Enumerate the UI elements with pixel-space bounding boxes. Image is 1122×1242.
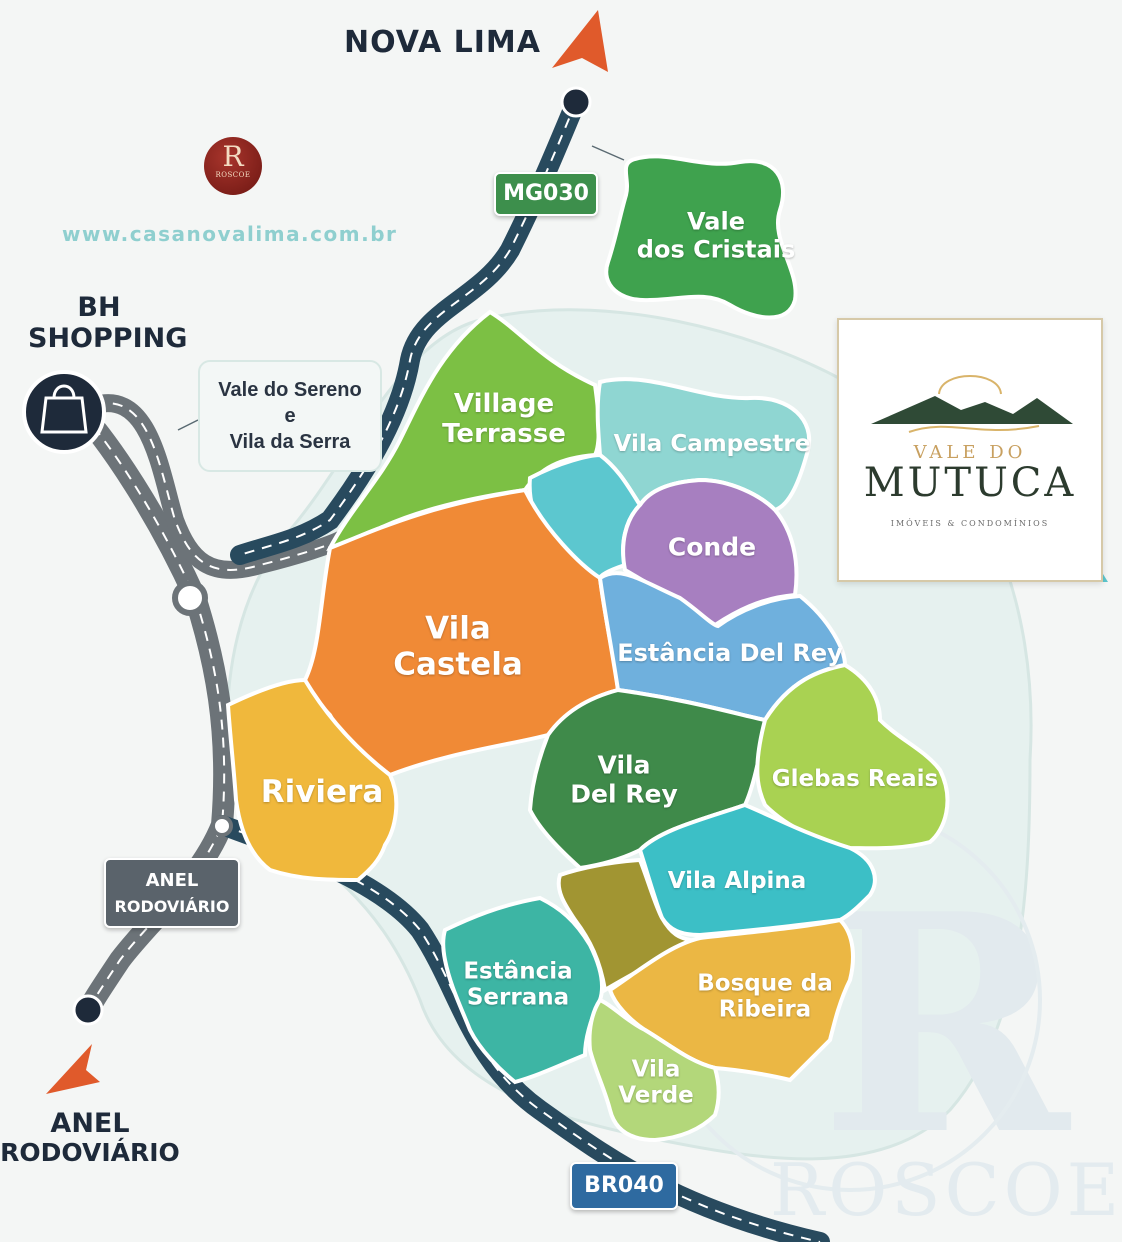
label-conde: Conde: [667, 532, 757, 563]
anel-rodoviario-lane: [69, 399, 226, 1013]
shopping-bag-icon: [22, 370, 106, 454]
logo-river: [908, 425, 1040, 433]
vale-do-mutuca-logo: VALE DO MUTUCA IMÓVEIS & CONDOMÍNIOS: [837, 318, 1103, 582]
nova-lima-text: NOVA LIMA: [344, 25, 541, 60]
bh-line2: SHOPPING: [28, 323, 188, 355]
roscoe-badge-name: ROSCOE: [215, 171, 251, 179]
sereno-line1: Vale do Sereno: [218, 379, 362, 401]
label-vila-verde: Vila Verde: [618, 1057, 694, 1110]
anel-line1: ANEL: [50, 1108, 130, 1139]
conde-l1: Conde: [667, 532, 757, 562]
estancia-serrana-l2: Serrana: [466, 985, 570, 1011]
nova-lima-arrow: [552, 10, 608, 72]
nova-lima-endpoint: [560, 86, 592, 118]
watermark-letter: R: [820, 848, 1073, 1201]
mountain-logo-icon: [871, 375, 1073, 433]
vale-cristais-l1: Vale: [687, 207, 745, 236]
mg030-text: MG030: [503, 181, 589, 206]
region-vila-verde: [587, 997, 721, 1143]
shopping-bag-handle: [52, 384, 76, 399]
bh-shopping-label: BH SHOPPING: [28, 292, 188, 355]
bosque-ribeira-l1: Bosque da: [697, 970, 833, 997]
label-village-terrasse: Village Terrasse: [442, 389, 566, 450]
sereno-leader: [177, 419, 199, 431]
label-vila-alpina: Vila Alpina: [668, 868, 807, 894]
shopping-bag-glyph: [40, 396, 88, 434]
br040-sign: BR040: [570, 1162, 678, 1210]
anel-line2: RODOVIÁRIO: [0, 1138, 180, 1168]
region-glebas-reais: [755, 662, 950, 851]
vila-campestre-l1: Vila Campestre: [613, 430, 811, 457]
roscoe-badge: R ROSCOE: [204, 137, 262, 195]
region-riviera: [225, 677, 399, 883]
vila-del-rey-l2: Del Rey: [570, 779, 678, 808]
label-vale-cristais: Vale dos Cristais: [637, 208, 795, 263]
label-bosque-ribeira: Bosque da Ribeira: [697, 971, 832, 1024]
nova-lima-label: NOVA LIMA: [344, 25, 541, 61]
region-vale-cristais: [604, 154, 798, 320]
logo-mountains: [871, 396, 1073, 424]
label-vila-campestre: Vila Campestre: [614, 431, 811, 457]
cristais-leader: [591, 145, 625, 161]
bosque-ribeira-l2: Ribeira: [718, 997, 812, 1023]
region-estancia-serrana: [441, 895, 604, 1085]
logo-sun-arc: [938, 375, 1002, 395]
glebas-reais-l1: Glebas Reais: [771, 765, 939, 792]
vila-alpina-l1: Vila Alpina: [667, 867, 807, 894]
bh-line1: BH: [77, 292, 121, 323]
logo-line1: VALE DO: [913, 442, 1027, 463]
anel-sign: ANEL RODOVIÁRIO: [104, 858, 240, 928]
riviera-l1: Riviera: [260, 774, 384, 811]
label-vila-del-rey: Vila Del Rey: [570, 750, 678, 809]
vila-castela-l1: Vila: [425, 610, 491, 647]
village-terrasse-l1: Village: [453, 389, 555, 420]
label-riviera: Riviera: [261, 775, 384, 811]
anel-sign-line1: ANEL: [145, 870, 199, 891]
label-glebas-reais: Glebas Reais: [772, 766, 938, 792]
vale-cristais-l2: dos Cristais: [636, 235, 796, 263]
anel-endpoint: [72, 994, 104, 1026]
mg030-sign: MG030: [494, 172, 598, 216]
logo-line2: MUTUCA: [863, 460, 1077, 506]
br040-text: BR040: [584, 1173, 664, 1198]
mg030-lane: [239, 101, 577, 556]
estancia-del-rey-l1: Estância Del Rey: [617, 639, 843, 668]
anel-sign-line2: RODOVIÁRIO: [114, 897, 230, 916]
vila-verde-l2: Verde: [618, 1083, 694, 1109]
anel-rodoviario-label: ANEL RODOVIÁRIO: [0, 1108, 180, 1168]
sereno-callout: Vale do Sereno e Vila da Serra: [198, 360, 382, 472]
vila-verde-l1: Vila: [631, 1056, 681, 1083]
roscoe-badge-letter: R: [222, 140, 244, 173]
vila-castela-l2: Castela: [393, 646, 523, 682]
bh-connector-lane: [94, 402, 341, 571]
sereno-line2: e: [284, 405, 296, 427]
estancia-serrana-l1: Estância: [463, 958, 573, 985]
label-estancia-del-rey: Estância Del Rey: [617, 640, 843, 668]
label-estancia-serrana: Estância Serrana: [463, 959, 572, 1012]
vila-del-rey-l1: Vila: [597, 750, 651, 780]
logo-line3: IMÓVEIS & CONDOMÍNIOS: [890, 519, 1050, 528]
anel-arrow: [46, 1044, 100, 1094]
village-terrasse-l2: Terrasse: [442, 419, 566, 449]
label-vila-castela: Vila Castela: [393, 611, 523, 682]
sereno-line3: Vila da Serra: [229, 431, 351, 453]
website-text: www.casanovalima.com.br: [62, 222, 398, 246]
roundabout-north: [172, 580, 208, 616]
roundabout-south: [211, 815, 233, 837]
watermark-name: ROSCOE: [770, 1148, 1122, 1232]
